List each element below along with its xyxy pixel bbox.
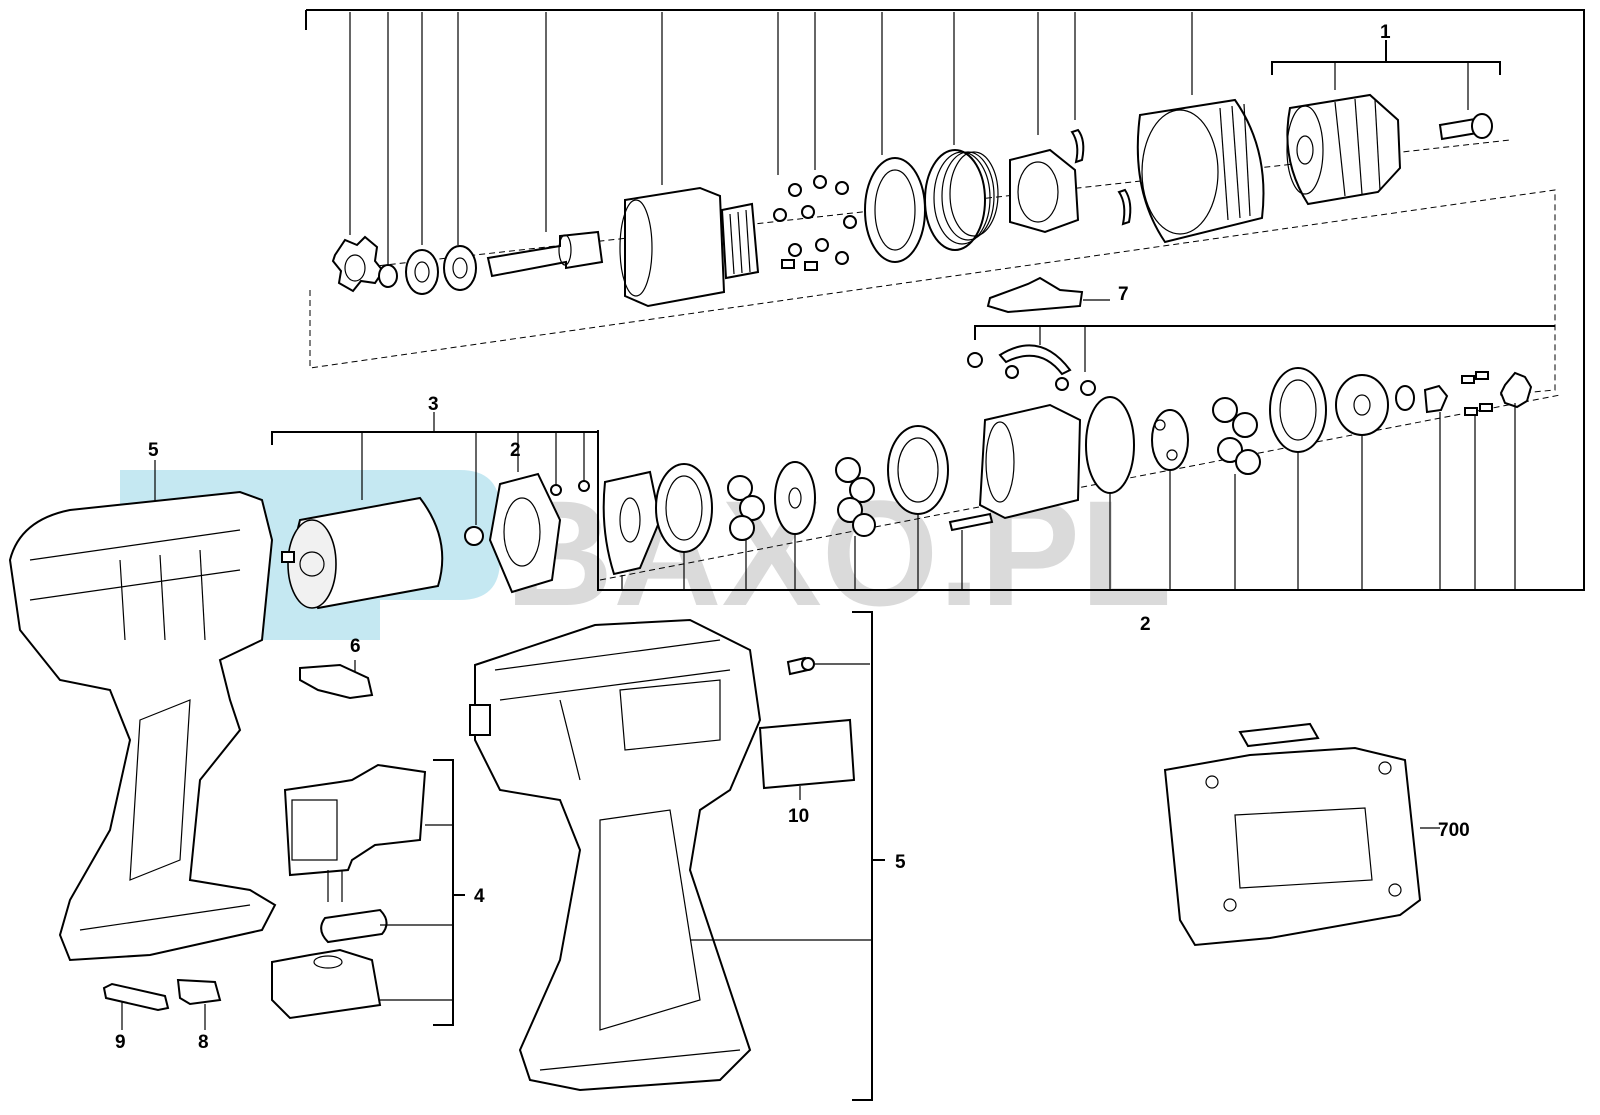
callout-8: 8 xyxy=(198,1032,209,1053)
bearing-right-part xyxy=(443,245,477,291)
nut-right-part xyxy=(1080,380,1096,396)
planet-gear-set-2-part xyxy=(835,457,876,537)
balls-and-pins-part xyxy=(773,175,857,271)
callout-2-bottom: 2 xyxy=(1140,614,1151,635)
part-8-clip xyxy=(176,978,222,1030)
middle-row-parts xyxy=(488,325,1555,594)
small-ring-part xyxy=(378,264,398,288)
left-housing-half xyxy=(8,460,277,962)
led-window-part xyxy=(469,704,491,736)
part-9-contact xyxy=(102,982,170,1030)
clip-upper-part xyxy=(1070,128,1085,164)
lock-ring-part xyxy=(1423,384,1449,414)
clip-lower-part xyxy=(1117,188,1132,226)
chuck-part xyxy=(1286,93,1402,206)
motor-plate-part xyxy=(488,472,562,594)
motor-pinion-part xyxy=(464,526,484,546)
part-10-label xyxy=(758,718,856,800)
small-pins-part xyxy=(1461,371,1493,416)
capacitor-part xyxy=(320,908,388,944)
part-7-clip xyxy=(986,276,1110,314)
plate-screw-b-part xyxy=(578,480,590,492)
gear-housing-part xyxy=(619,186,760,308)
adjusting-nut-part xyxy=(1009,148,1080,234)
right-housing-half xyxy=(469,618,762,1092)
retaining-clip-part xyxy=(998,344,1072,376)
top-row-parts xyxy=(331,93,1493,314)
ring-gear-left-part xyxy=(655,463,713,553)
torque-collar-part xyxy=(1136,98,1265,244)
nut-inner-part xyxy=(1005,365,1019,379)
gasket-part xyxy=(602,470,662,576)
star-washer-part xyxy=(331,235,385,293)
clutch-spring-part xyxy=(924,149,999,251)
callout-3: 3 xyxy=(428,394,439,415)
clutch-washer-part xyxy=(864,157,926,263)
end-star-part xyxy=(1499,371,1533,409)
bearing-left-part xyxy=(405,249,439,295)
callout-9: 9 xyxy=(115,1032,126,1053)
carrier-gear-part xyxy=(774,461,816,535)
o-ring-part xyxy=(1085,396,1135,494)
switch-group xyxy=(271,759,465,1026)
callout-6: 6 xyxy=(350,636,361,657)
chuck-screw-part xyxy=(1438,113,1493,141)
planet-carrier-right-part xyxy=(1151,409,1189,471)
spindle-part xyxy=(486,230,604,278)
callout-4: 4 xyxy=(474,886,485,907)
gearbox-ring-housing-part xyxy=(978,403,1082,520)
planet-gear-set-1-part xyxy=(727,475,765,541)
plate-screw-a-part xyxy=(550,484,562,496)
battery-terminal-part xyxy=(271,948,382,1020)
planet-gears-right-part xyxy=(1212,397,1261,475)
top-assembly-frame xyxy=(305,9,1585,591)
callout-10: 10 xyxy=(788,806,809,827)
callout-7: 7 xyxy=(1118,284,1129,305)
callout-labels: 1 7 3 2 2 5 6 4 10 5 700 9 8 xyxy=(115,22,1470,1053)
housing-screw-part xyxy=(948,512,994,532)
motor-part xyxy=(281,496,444,610)
housing-screw-top-part xyxy=(786,656,870,676)
callout-5-right: 5 xyxy=(895,852,906,873)
nut-mid-part xyxy=(1055,377,1069,391)
nut-left-part xyxy=(967,352,983,368)
ring-gear-right-part xyxy=(1269,367,1327,453)
switch-part xyxy=(283,763,427,902)
ring-gear-middle-part xyxy=(887,425,949,515)
callout-1: 1 xyxy=(1380,22,1391,43)
motor-group xyxy=(271,412,599,610)
callout-2-top: 2 xyxy=(510,440,521,461)
carry-case xyxy=(1163,722,1440,947)
thrust-washer-part xyxy=(1395,385,1415,411)
callout-5-left: 5 xyxy=(148,440,159,461)
callout-700: 700 xyxy=(1438,820,1470,841)
part-6-slider xyxy=(299,660,374,700)
sun-carrier-part xyxy=(1335,374,1389,436)
